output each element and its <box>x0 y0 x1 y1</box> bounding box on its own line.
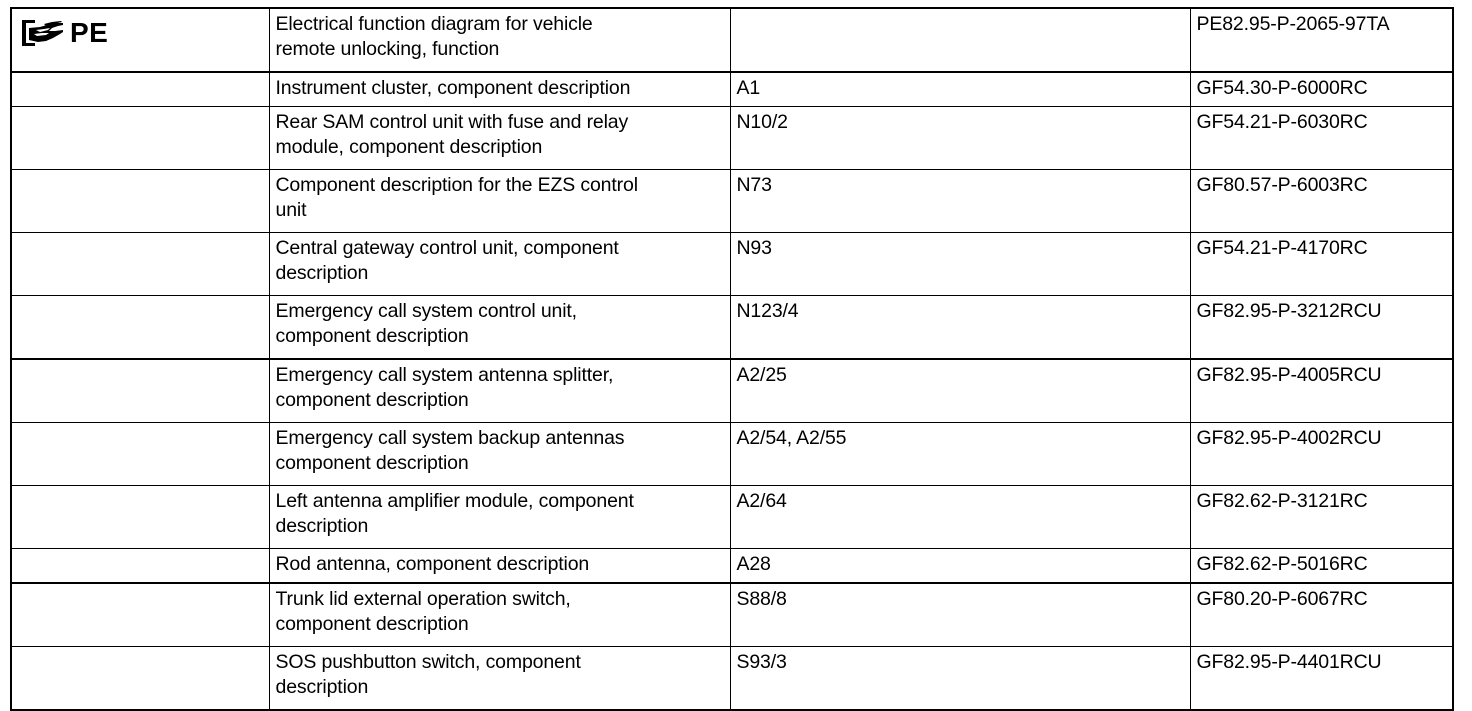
cell-description: Instrument cluster, component descriptio… <box>268 71 731 107</box>
section-spacer-cell <box>10 169 270 233</box>
cell-reference-number: GF82.95-P-4401RCU <box>1189 646 1454 711</box>
cell-description: Central gateway control unit, component … <box>268 232 731 296</box>
table-row: SOS pushbutton switch, component descrip… <box>10 646 1454 711</box>
cell-description: SOS pushbutton switch, component descrip… <box>268 646 731 711</box>
table-row: Trunk lid external operation switch, com… <box>10 582 1454 647</box>
table-row: Component description for the EZS contro… <box>10 169 1454 233</box>
cell-reference-number: GF82.62-P-3121RC <box>1189 485 1454 549</box>
cell-description: Rear SAM control unit with fuse and rela… <box>268 106 731 170</box>
cell-description: Electrical function diagram for vehicle … <box>268 7 731 73</box>
section-spacer-cell <box>10 106 270 170</box>
cell-description: Left antenna amplifier module, component… <box>268 485 731 549</box>
cell-reference-number: GF82.62-P-5016RC <box>1189 548 1454 584</box>
cell-description: Emergency call system control unit, comp… <box>268 295 731 360</box>
section-spacer-cell <box>10 422 270 486</box>
section-spacer-cell <box>10 646 270 711</box>
cell-description: Emergency call system backup antennas co… <box>268 422 731 486</box>
section-spacer-cell <box>10 548 270 584</box>
table-row: Rear SAM control unit with fuse and rela… <box>10 106 1454 170</box>
cell-description: Trunk lid external operation switch, com… <box>268 582 731 647</box>
cell-component-code: N93 <box>729 232 1191 296</box>
cell-component-code: N123/4 <box>729 295 1191 360</box>
cell-component-code: N10/2 <box>729 106 1191 170</box>
reference-table-body: PE Electrical function diagram for vehic… <box>10 7 1454 711</box>
table-row: PE Electrical function diagram for vehic… <box>10 7 1454 73</box>
cell-reference-number: GF54.21-P-4170RC <box>1189 232 1454 296</box>
cell-reference-number: GF54.21-P-6030RC <box>1189 106 1454 170</box>
section-spacer-cell <box>10 71 270 107</box>
document-sheet: PE Electrical function diagram for vehic… <box>10 7 1454 711</box>
cell-description: Component description for the EZS contro… <box>268 169 731 233</box>
table-row: Rod antenna, component description A28 G… <box>10 548 1454 584</box>
section-spacer-cell <box>10 485 270 549</box>
section-spacer-cell <box>10 295 270 360</box>
cell-component-code: A2/64 <box>729 485 1191 549</box>
cell-reference-number: GF82.95-P-4005RCU <box>1189 358 1454 423</box>
cell-component-code: A1 <box>729 71 1191 107</box>
table-row: Central gateway control unit, component … <box>10 232 1454 296</box>
cell-component-code: N73 <box>729 169 1191 233</box>
cell-description: Emergency call system antenna splitter, … <box>268 358 731 423</box>
cell-reference-number: GF80.57-P-6003RC <box>1189 169 1454 233</box>
cell-component-code: A28 <box>729 548 1191 584</box>
cell-component-code: S88/8 <box>729 582 1191 647</box>
table-row: Emergency call system antenna splitter, … <box>10 358 1454 423</box>
table-row: Emergency call system control unit, comp… <box>10 295 1454 360</box>
cell-description: Rod antenna, component description <box>268 548 731 584</box>
cell-reference-number: GF82.95-P-3212RCU <box>1189 295 1454 360</box>
pointing-hand-icon <box>22 19 64 47</box>
cell-reference-number: PE82.95-P-2065-97TA <box>1189 7 1454 73</box>
cell-reference-number: GF82.95-P-4002RCU <box>1189 422 1454 486</box>
cell-component-code: A2/54, A2/55 <box>729 422 1191 486</box>
pe-badge: PE <box>18 12 264 50</box>
section-spacer-cell <box>10 232 270 296</box>
reference-table: PE Electrical function diagram for vehic… <box>10 7 1454 711</box>
section-badge-cell: PE <box>10 7 270 73</box>
section-label: PE <box>70 17 109 48</box>
cell-reference-number: GF80.20-P-6067RC <box>1189 582 1454 647</box>
table-row: Emergency call system backup antennas co… <box>10 422 1454 486</box>
section-spacer-cell <box>10 358 270 423</box>
cell-component-code <box>729 7 1191 73</box>
section-spacer-cell <box>10 582 270 647</box>
cell-component-code: S93/3 <box>729 646 1191 711</box>
table-row: Left antenna amplifier module, component… <box>10 485 1454 549</box>
table-row: Instrument cluster, component descriptio… <box>10 71 1454 107</box>
cell-reference-number: GF54.30-P-6000RC <box>1189 71 1454 107</box>
cell-component-code: A2/25 <box>729 358 1191 423</box>
